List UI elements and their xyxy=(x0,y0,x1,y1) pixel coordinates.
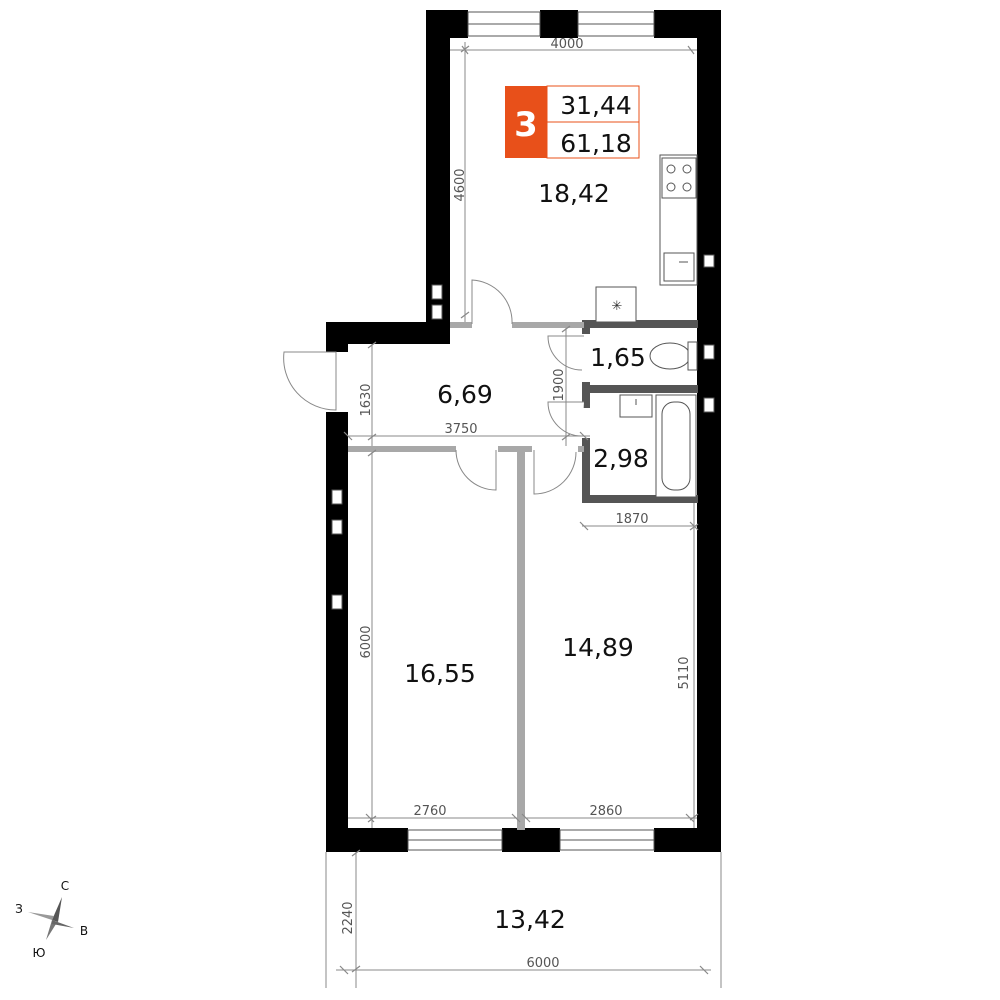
compass-icon: С Ю В З xyxy=(15,879,88,960)
area-kitchen-living: 18,42 xyxy=(538,179,610,208)
compass-west: З xyxy=(15,902,23,916)
dim-bedroom-right-depth: 5110 xyxy=(677,656,692,689)
area-balcony: 13,42 xyxy=(494,905,566,934)
area-bedroom-left: 16,55 xyxy=(404,659,476,688)
bathroom-fixtures xyxy=(619,341,698,498)
kitchen-sink-icon xyxy=(663,252,695,282)
dim-balcony-width: 6000 xyxy=(526,956,559,971)
living-area: 31,44 xyxy=(560,91,632,120)
dim-bath-width: 1870 xyxy=(615,512,648,527)
area-bedroom-right: 14,89 xyxy=(562,633,634,662)
rooms-count: 3 xyxy=(514,105,538,145)
dim-hall-depth: 1630 xyxy=(359,383,374,416)
area-bathroom: 2,98 xyxy=(593,444,649,473)
dim-kitchen-depth: 4600 xyxy=(453,168,468,201)
toilet-icon xyxy=(649,342,691,370)
area-toilet: 1,65 xyxy=(590,343,646,372)
dim-balcony-depth: 2240 xyxy=(341,901,356,934)
total-area: 61,18 xyxy=(560,129,632,158)
badge-rooms-box xyxy=(505,86,547,158)
balcony xyxy=(325,852,722,988)
dim-hall-width: 3750 xyxy=(444,422,477,437)
kitchen-fixtures: ✳ xyxy=(595,154,698,323)
dim-kitchen-width: 4000 xyxy=(550,37,583,52)
compass-south: Ю xyxy=(33,946,46,960)
windows xyxy=(331,11,715,851)
dim-bedroom-left-width: 2760 xyxy=(413,804,446,819)
washbasin-icon xyxy=(619,394,653,418)
stove-icon xyxy=(661,157,697,199)
partitions xyxy=(348,320,698,830)
exterior-walls xyxy=(326,10,721,852)
compass-east: В xyxy=(80,924,88,938)
fridge-icon xyxy=(595,286,637,323)
doors xyxy=(283,279,584,495)
area-hall: 6,69 xyxy=(437,380,493,409)
svg-text:✳: ✳ xyxy=(612,299,623,314)
dim-bedroom-right-width: 2860 xyxy=(589,804,622,819)
area-badge: 3 31,44 61,18 xyxy=(505,85,640,159)
dim-toilet-depth: 1900 xyxy=(552,368,567,401)
dim-bedroom-left-depth: 6000 xyxy=(359,625,374,658)
compass-north: С xyxy=(61,879,69,893)
dimension-lines xyxy=(336,42,711,988)
